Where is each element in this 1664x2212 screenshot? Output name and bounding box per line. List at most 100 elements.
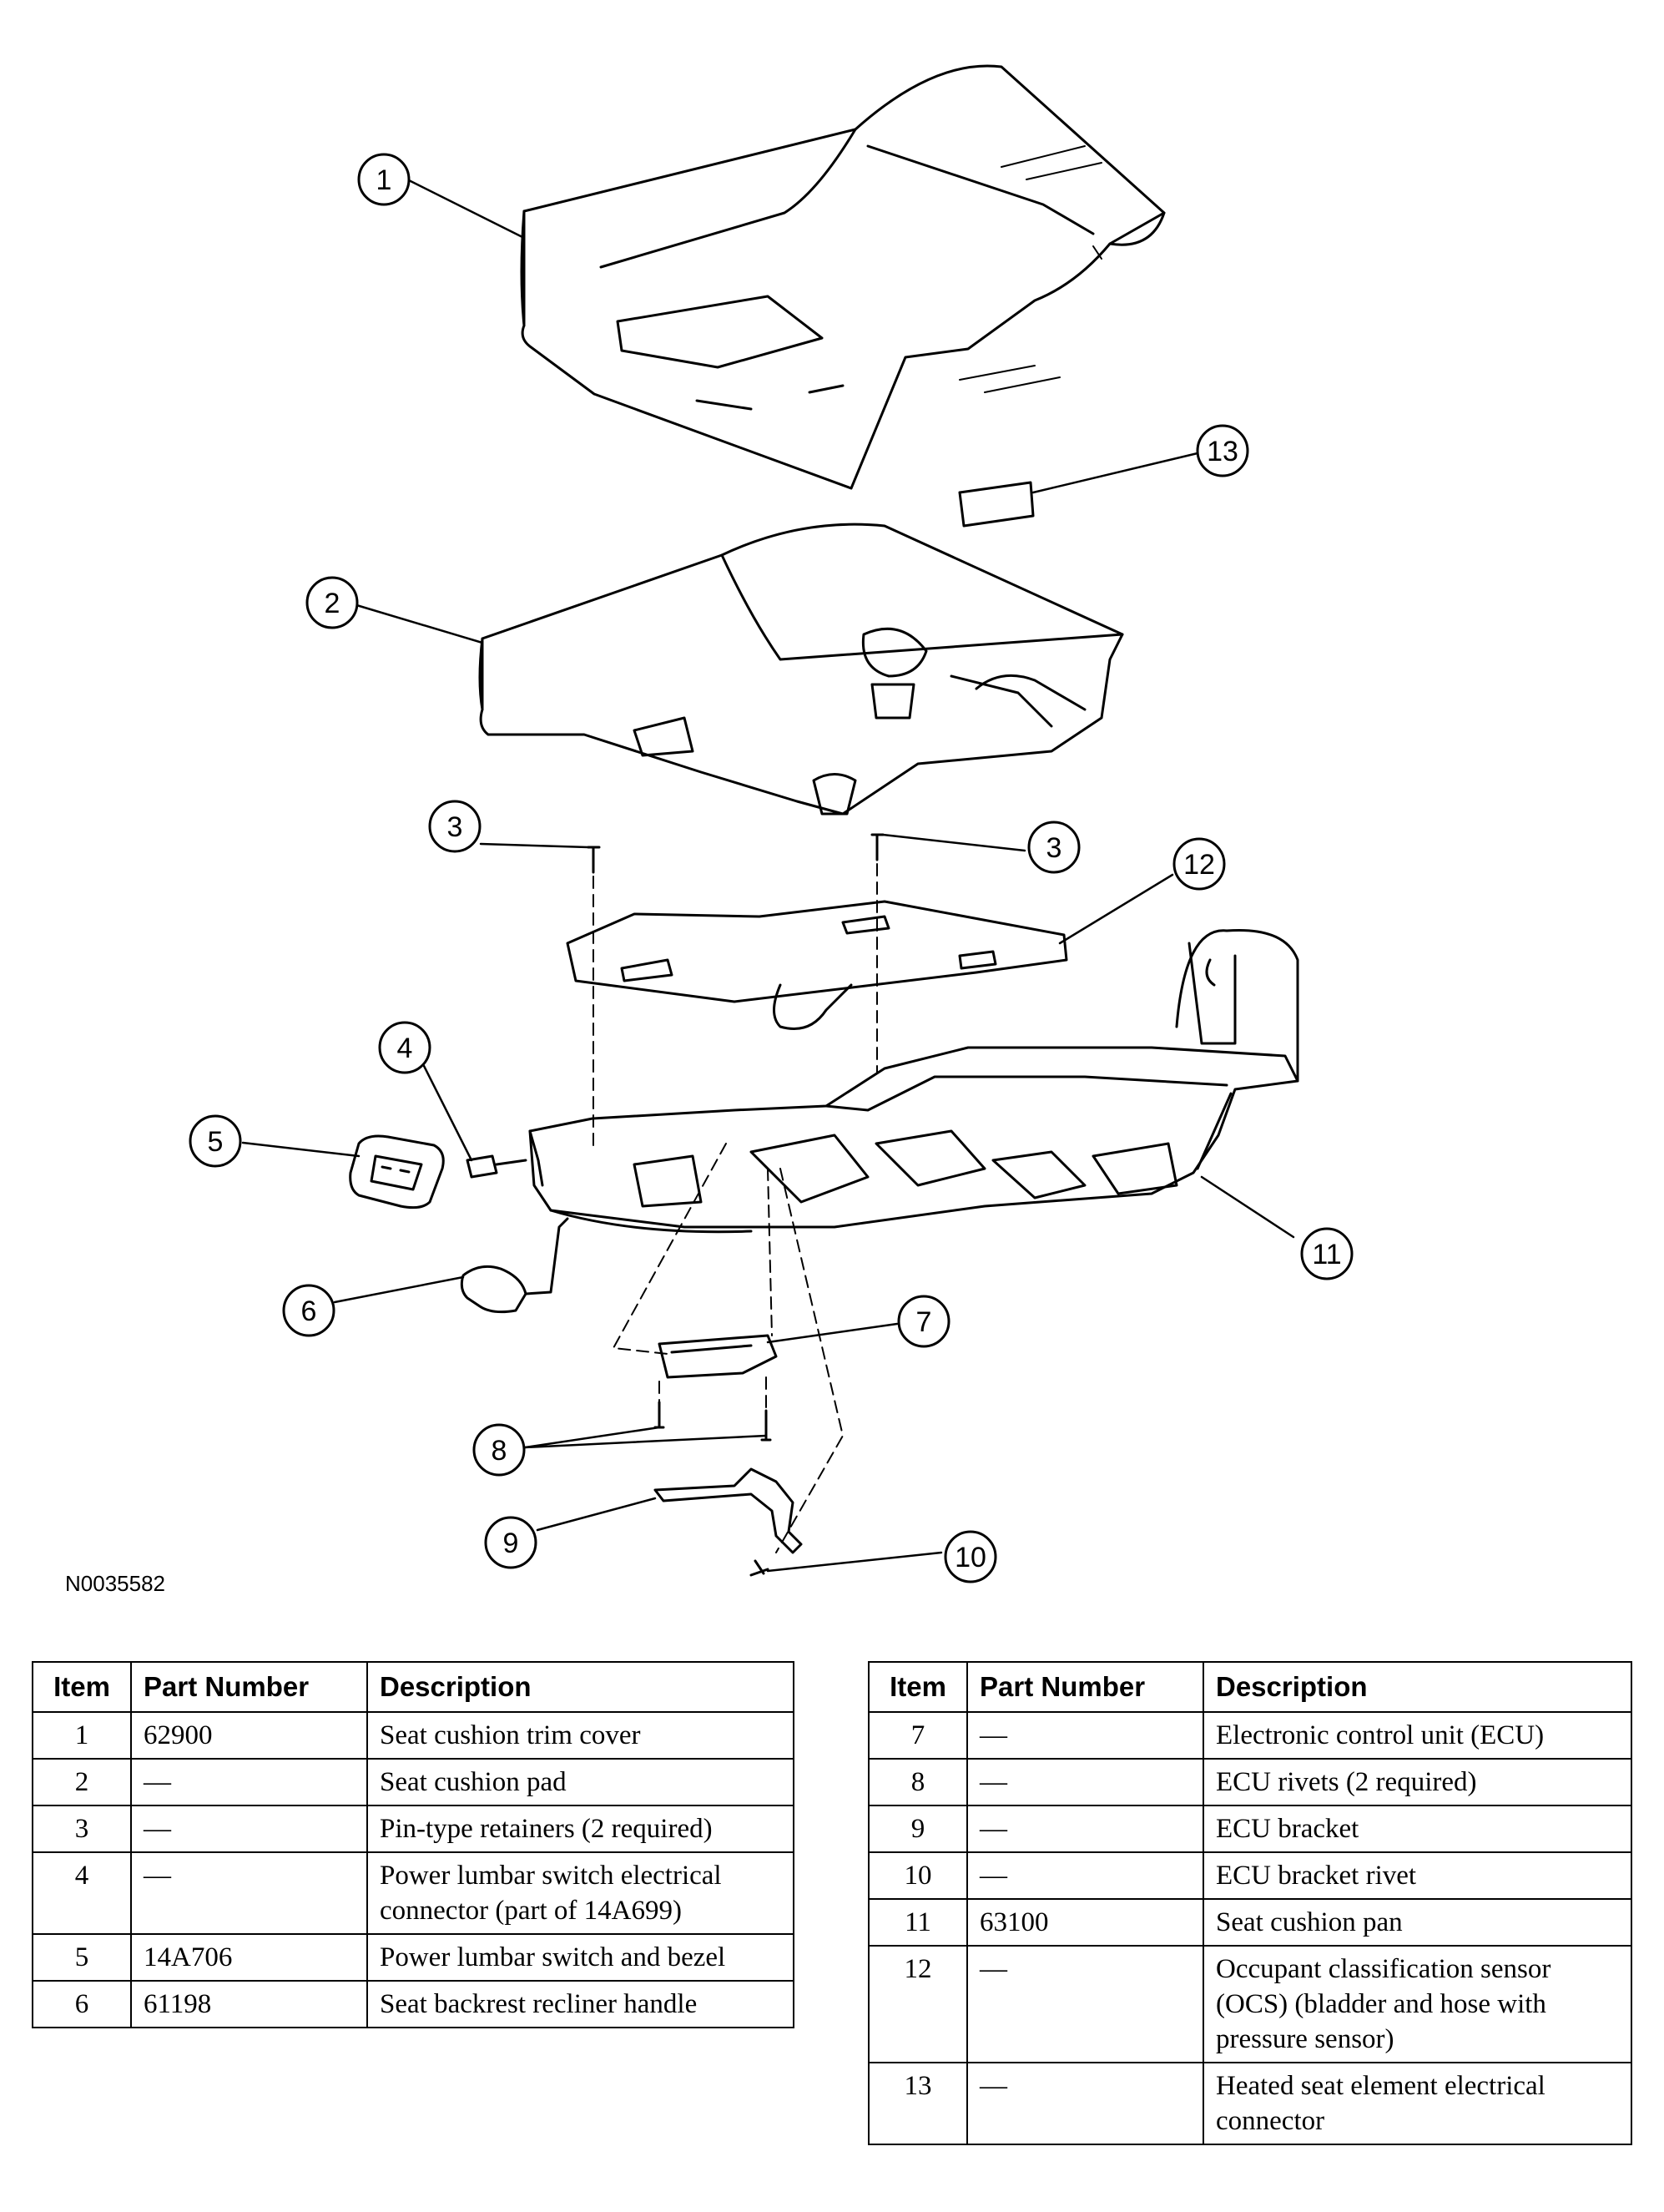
table-row: 12—Occupant classification sensor (OCS) … [868, 1945, 1632, 2063]
cell-part-number: 62900 [130, 1711, 368, 1760]
callout-number: 13 [1207, 436, 1238, 467]
cell-part-number: — [966, 1851, 1204, 1900]
table-row: 7—Electronic control unit (ECU) [868, 1711, 1632, 1760]
callout-circle [428, 800, 482, 853]
callout-circle [1027, 821, 1081, 874]
callout-circle [944, 1530, 997, 1583]
callout-number: 10 [955, 1542, 986, 1573]
callout-number: 9 [503, 1528, 519, 1559]
part-ecu-bracket [653, 1467, 803, 1554]
header-description: Description [1203, 1661, 1632, 1713]
cell-description: Pin-type retainers (2 required) [366, 1805, 794, 1853]
cell-description: Seat cushion pan [1203, 1898, 1632, 1947]
cell-part-number: — [966, 1945, 1204, 2063]
cell-description: Power lumbar switch electrical connector… [366, 1851, 794, 1935]
header-item: Item [32, 1661, 132, 1713]
part-ecu [658, 1334, 778, 1379]
table-row: 3—Pin-type retainers (2 required) [32, 1805, 794, 1853]
callout-number: 3 [447, 811, 463, 843]
cell-item: 11 [868, 1898, 968, 1947]
cell-part-number: 63100 [966, 1898, 1204, 1947]
cell-part-number: 61198 [130, 1980, 368, 2028]
callout-circle [484, 1516, 537, 1569]
callout-circle [1172, 837, 1226, 891]
callout-circle [897, 1295, 950, 1348]
part-ocs-bladder [566, 900, 1068, 1030]
callout-3: 3 [1027, 821, 1081, 874]
parts-table-right: Item Part Number Description 7—Electroni… [868, 1661, 1632, 2145]
table-header-row: Item Part Number Description [868, 1661, 1632, 1713]
part-seat-cushion-pan [528, 928, 1299, 1234]
callout-4: 4 [378, 1021, 431, 1074]
callout-2: 2 [305, 576, 359, 629]
part-lumbar-switch-bezel [349, 1134, 445, 1210]
cell-description: Power lumbar switch and bezel [366, 1933, 794, 1982]
cell-part-number: — [130, 1805, 368, 1853]
callout-number: 1 [376, 164, 392, 196]
cell-item: 4 [32, 1851, 132, 1935]
cell-item: 1 [32, 1711, 132, 1760]
table-row: 10—ECU bracket rivet [868, 1851, 1632, 1900]
callout-number: 6 [301, 1295, 317, 1327]
header-item: Item [868, 1661, 968, 1713]
callout-circle [282, 1284, 335, 1337]
table-row: 8—ECU rivets (2 required) [868, 1758, 1632, 1806]
part-lumbar-connector [466, 1154, 527, 1179]
callout-circle [1300, 1227, 1354, 1280]
cell-part-number: 14A706 [130, 1933, 368, 1982]
callout-number: 3 [1046, 832, 1062, 864]
cell-description: ECU rivets (2 required) [1203, 1758, 1632, 1806]
figure-id: N0035582 [65, 1571, 165, 1596]
part-pin-retainers [587, 833, 885, 874]
cell-description: Seat cushion trim cover [366, 1711, 794, 1760]
callout-circle [357, 153, 411, 206]
callout-number: 11 [1312, 1239, 1341, 1270]
cell-part-number: — [966, 1711, 1204, 1760]
cell-item: 10 [868, 1851, 968, 1900]
callout-circle [472, 1423, 526, 1477]
cell-description: Seat cushion pad [366, 1758, 794, 1806]
callout-number: 7 [916, 1306, 932, 1338]
table-row: 2—Seat cushion pad [32, 1758, 794, 1806]
cell-description: ECU bracket rivet [1203, 1851, 1632, 1900]
table-row: 4—Power lumbar switch electrical connect… [32, 1851, 794, 1935]
callout-circle [189, 1114, 242, 1168]
cell-item: 6 [32, 1980, 132, 2028]
callout-9: 9 [484, 1516, 537, 1569]
assembly-guide-lines [592, 863, 878, 1553]
callout-12: 12 [1172, 837, 1226, 891]
callout-circle [378, 1021, 431, 1074]
cell-description: Heated seat element electrical connector [1203, 2062, 1632, 2145]
callout-circle [305, 576, 359, 629]
callout-leaders [241, 178, 1295, 1573]
callout-number: 5 [208, 1126, 224, 1158]
part-seat-cushion-pad [478, 523, 1124, 816]
cell-part-number: — [130, 1758, 368, 1806]
table-row: 13—Heated seat element electrical connec… [868, 2062, 1632, 2145]
part-ecu-bracket-rivet [749, 1559, 769, 1577]
callout-10: 10 [944, 1530, 997, 1583]
cell-description: Seat backrest recliner handle [366, 1980, 794, 2028]
cell-item: 3 [32, 1805, 132, 1853]
cell-part-number: — [966, 1758, 1204, 1806]
callout-circle [1196, 424, 1249, 477]
table-header-row: Item Part Number Description [32, 1661, 794, 1713]
cell-part-number: — [130, 1851, 368, 1935]
callout-number: 4 [397, 1033, 413, 1064]
callout-11: 11 [1300, 1227, 1354, 1280]
callout-13: 13 [1196, 424, 1249, 477]
cell-description: Occupant classification sensor (OCS) (bl… [1203, 1945, 1632, 2063]
cell-item: 13 [868, 2062, 968, 2145]
part-recliner-handle [460, 1217, 569, 1314]
cell-item: 8 [868, 1758, 968, 1806]
callout-7: 7 [897, 1295, 950, 1348]
header-part-number: Part Number [130, 1661, 368, 1713]
callout-6: 6 [282, 1284, 335, 1337]
cell-item: 5 [32, 1933, 132, 1982]
part-seat-cushion-trim-cover [520, 64, 1166, 528]
